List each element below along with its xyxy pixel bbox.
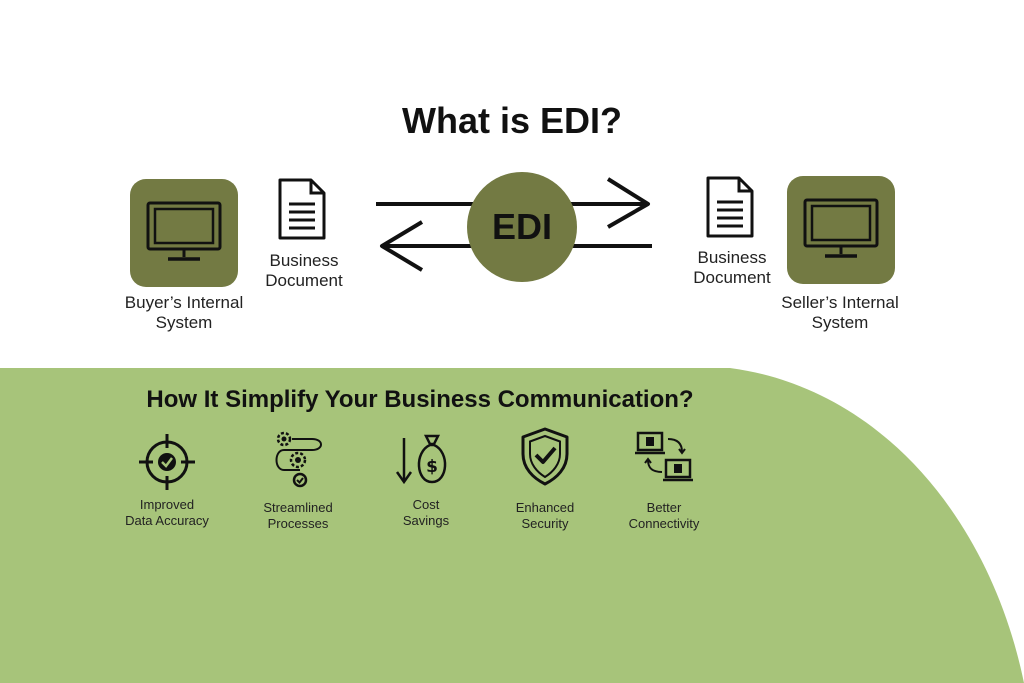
- buyer-document-label: Business Document: [265, 251, 343, 290]
- benefit-label-security: Enhanced Security: [515, 500, 575, 531]
- page-title: What is EDI?: [401, 100, 622, 141]
- buyer-system-label: Buyer’s Internal System: [124, 293, 244, 332]
- target-check-icon: [139, 434, 195, 490]
- money-bag-down-icon: $: [395, 434, 447, 485]
- document-icon: [278, 178, 326, 240]
- section-subtitle: How It Simplify Your Business Communicat…: [146, 386, 694, 413]
- seller-system-box: [787, 176, 895, 284]
- edi-circle: EDI: [467, 172, 577, 282]
- benefit-label-savings: Cost Savings: [402, 497, 450, 528]
- benefit-label-accuracy: Improved Data Accuracy: [125, 497, 209, 528]
- gears-check-icon: [275, 431, 322, 488]
- connected-devices-icon: [635, 431, 693, 482]
- seller-system-label: Seller’s Internal System: [781, 293, 899, 332]
- benefit-label-processes: Streamlined Processes: [263, 500, 333, 531]
- buyer-system-box: [130, 179, 238, 287]
- seller-document-label: Business Document: [693, 248, 771, 287]
- benefit-label-connectivity: Better Connectivity: [628, 500, 700, 531]
- document-icon: [706, 176, 754, 238]
- edi-label: EDI: [491, 206, 552, 247]
- shield-check-icon: [521, 427, 569, 486]
- monitor-icon: [146, 201, 222, 261]
- green-background-shape: [0, 368, 1024, 683]
- monitor-icon: [803, 198, 879, 258]
- svg-text:$: $: [426, 457, 438, 477]
